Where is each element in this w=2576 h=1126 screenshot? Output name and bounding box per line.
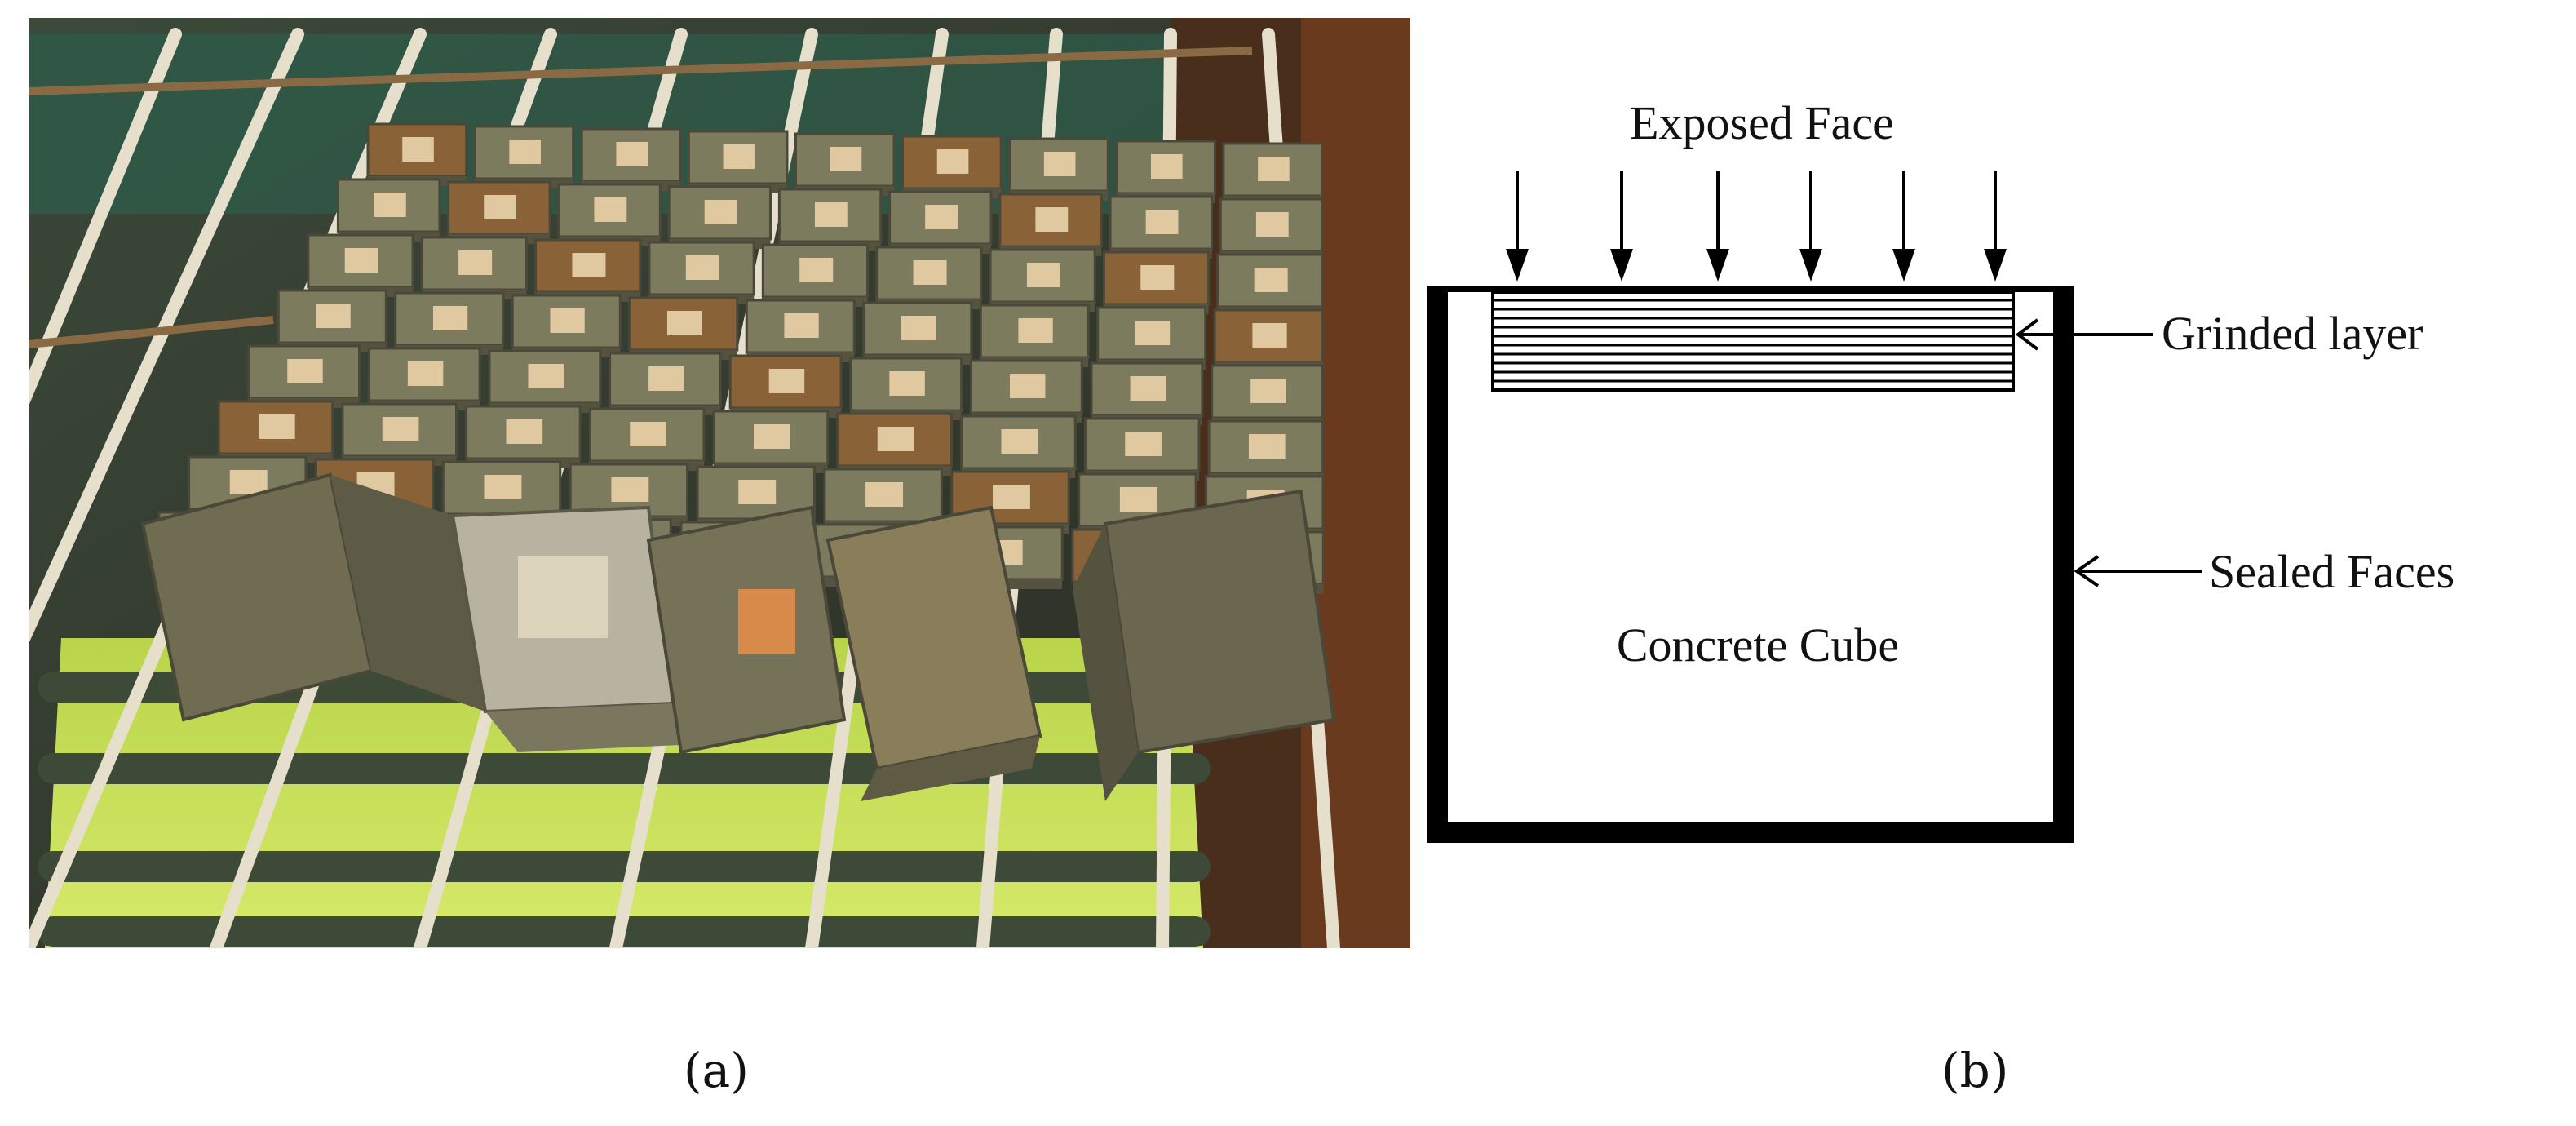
sealed-patch [259,414,295,439]
sealed-patch [1250,379,1286,403]
sealed-patch [616,142,648,166]
sealed-patch [458,250,493,275]
panel-label-a: (a) [684,1043,749,1098]
sealed-faces-label: Sealed Faces [2209,545,2454,598]
sealed-patch [799,258,834,282]
sealed-patch [913,260,947,285]
sealed-patch [1043,152,1076,176]
sealed-patch [1119,487,1157,512]
sealed-patch [1248,434,1286,459]
sealed-patch [1035,207,1069,232]
sealed-patch [768,369,805,393]
cube-top-face [367,347,481,402]
sealed-patch [373,193,406,217]
sealed-patch [432,306,468,330]
sealed-patch [648,366,684,391]
cube-top-face [901,135,1003,190]
sealed-patch [704,200,737,224]
sealed-patch [344,248,378,273]
sealed-faces-outline [1427,292,2074,843]
cube-top-face [667,185,772,241]
sealed-patch [484,195,517,219]
sealed-patch [506,419,543,444]
sealed-patch [484,475,522,499]
sealed-patch [685,255,719,280]
sealed-patch [865,482,904,507]
sealed-patch [925,205,958,229]
sealed-patch [901,316,936,340]
exposed-face-label: Exposed Face [1630,96,1894,149]
sealed-patch [1009,374,1046,398]
sealed-patch [1018,318,1053,343]
sealed-patch [814,202,848,227]
concrete-cubes-photo [29,18,1410,948]
sealed-patch [830,147,862,171]
sealed-patch [738,480,777,504]
front-cube-4 [1103,489,1336,755]
sealed-patch [402,137,434,162]
sealed-patch [407,361,444,386]
sealed-patch [936,149,969,174]
exposure-schematic: Exposed Face [1427,96,2454,843]
cube-top-face [1115,140,1216,195]
sealed-patch [753,424,790,449]
sealed-patch [509,140,541,164]
sealed-patch [1254,268,1288,292]
sealed-patch [666,311,702,335]
sealed-patch [1135,321,1171,345]
sealed-patch [594,197,627,222]
sealed-patch [993,485,1030,509]
exposure-arrows [1506,171,2007,282]
sealed-faces-pointer [2074,555,2202,587]
sealed-patch [723,144,755,169]
sealed-patch [1150,154,1183,179]
grinded-layer-label: Grinded layer [2162,307,2423,360]
sealed-patch [1258,157,1290,181]
sealed-patch [877,427,914,451]
sealed-patch [784,313,819,338]
sealed-patch [229,470,268,494]
panel-label-b: (b) [1941,1043,2009,1098]
front-cubes [140,472,1336,801]
sealed-patch [1001,429,1038,454]
sealed-patch [550,308,585,333]
sealed-patch [1026,263,1060,287]
cube-top-face [1096,306,1207,361]
sealed-patch [528,364,564,388]
grinded-layer-pointer [2015,318,2153,351]
sealed-patch [316,304,351,328]
rebar-crossbars [29,47,1253,348]
cube-top-face [580,127,682,183]
sealed-patch [630,422,666,446]
sealed-patch [1252,323,1287,348]
grinded-layer [1491,290,2015,392]
sealed-patch [1125,432,1162,456]
sealed-patch [1255,212,1289,237]
sealed-patch [1130,376,1166,401]
sealed-patch [382,417,419,441]
sealed-patch [611,477,649,502]
sealed-patch [889,371,925,396]
sealed-patch [287,359,323,383]
concrete-cube-label: Concrete Cube [1617,618,1899,672]
cube-top-face [687,130,789,185]
sealed-patch [572,253,606,277]
sealed-patch [1140,265,1175,290]
sealed-patch [1145,210,1179,234]
